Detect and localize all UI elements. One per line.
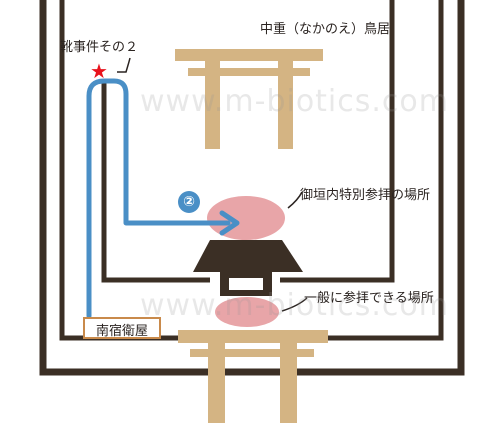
watermark-bottom: www.m-biotics.com <box>140 288 450 323</box>
middle-torii-label: 中重（なかのえ）鳥居 <box>260 22 391 37</box>
general-worship-label: 一般に参拝できる場所 <box>304 291 434 306</box>
outer-wall <box>39 0 465 376</box>
torii-gate-outer <box>178 330 328 423</box>
south-guardhouse: 南宿衛屋 <box>83 317 161 339</box>
torii-gate-middle <box>175 49 323 149</box>
south-guardhouse-label: 南宿衛屋 <box>95 324 148 339</box>
step-number-badge: ② <box>178 191 200 213</box>
arrow-head-icon <box>219 210 240 236</box>
route-path <box>86 78 231 319</box>
general-worship-area <box>215 297 279 327</box>
leader-lines <box>117 57 308 312</box>
star-icon: ★ <box>90 59 108 83</box>
incident-label: 靴事件その２ <box>60 40 139 55</box>
special-worship-label: 御垣内特別参拝の場所 <box>300 188 431 203</box>
watermark-top: www.m-biotics.com <box>140 84 450 119</box>
special-worship-area <box>207 196 285 240</box>
shrine-gate-building <box>193 240 303 296</box>
